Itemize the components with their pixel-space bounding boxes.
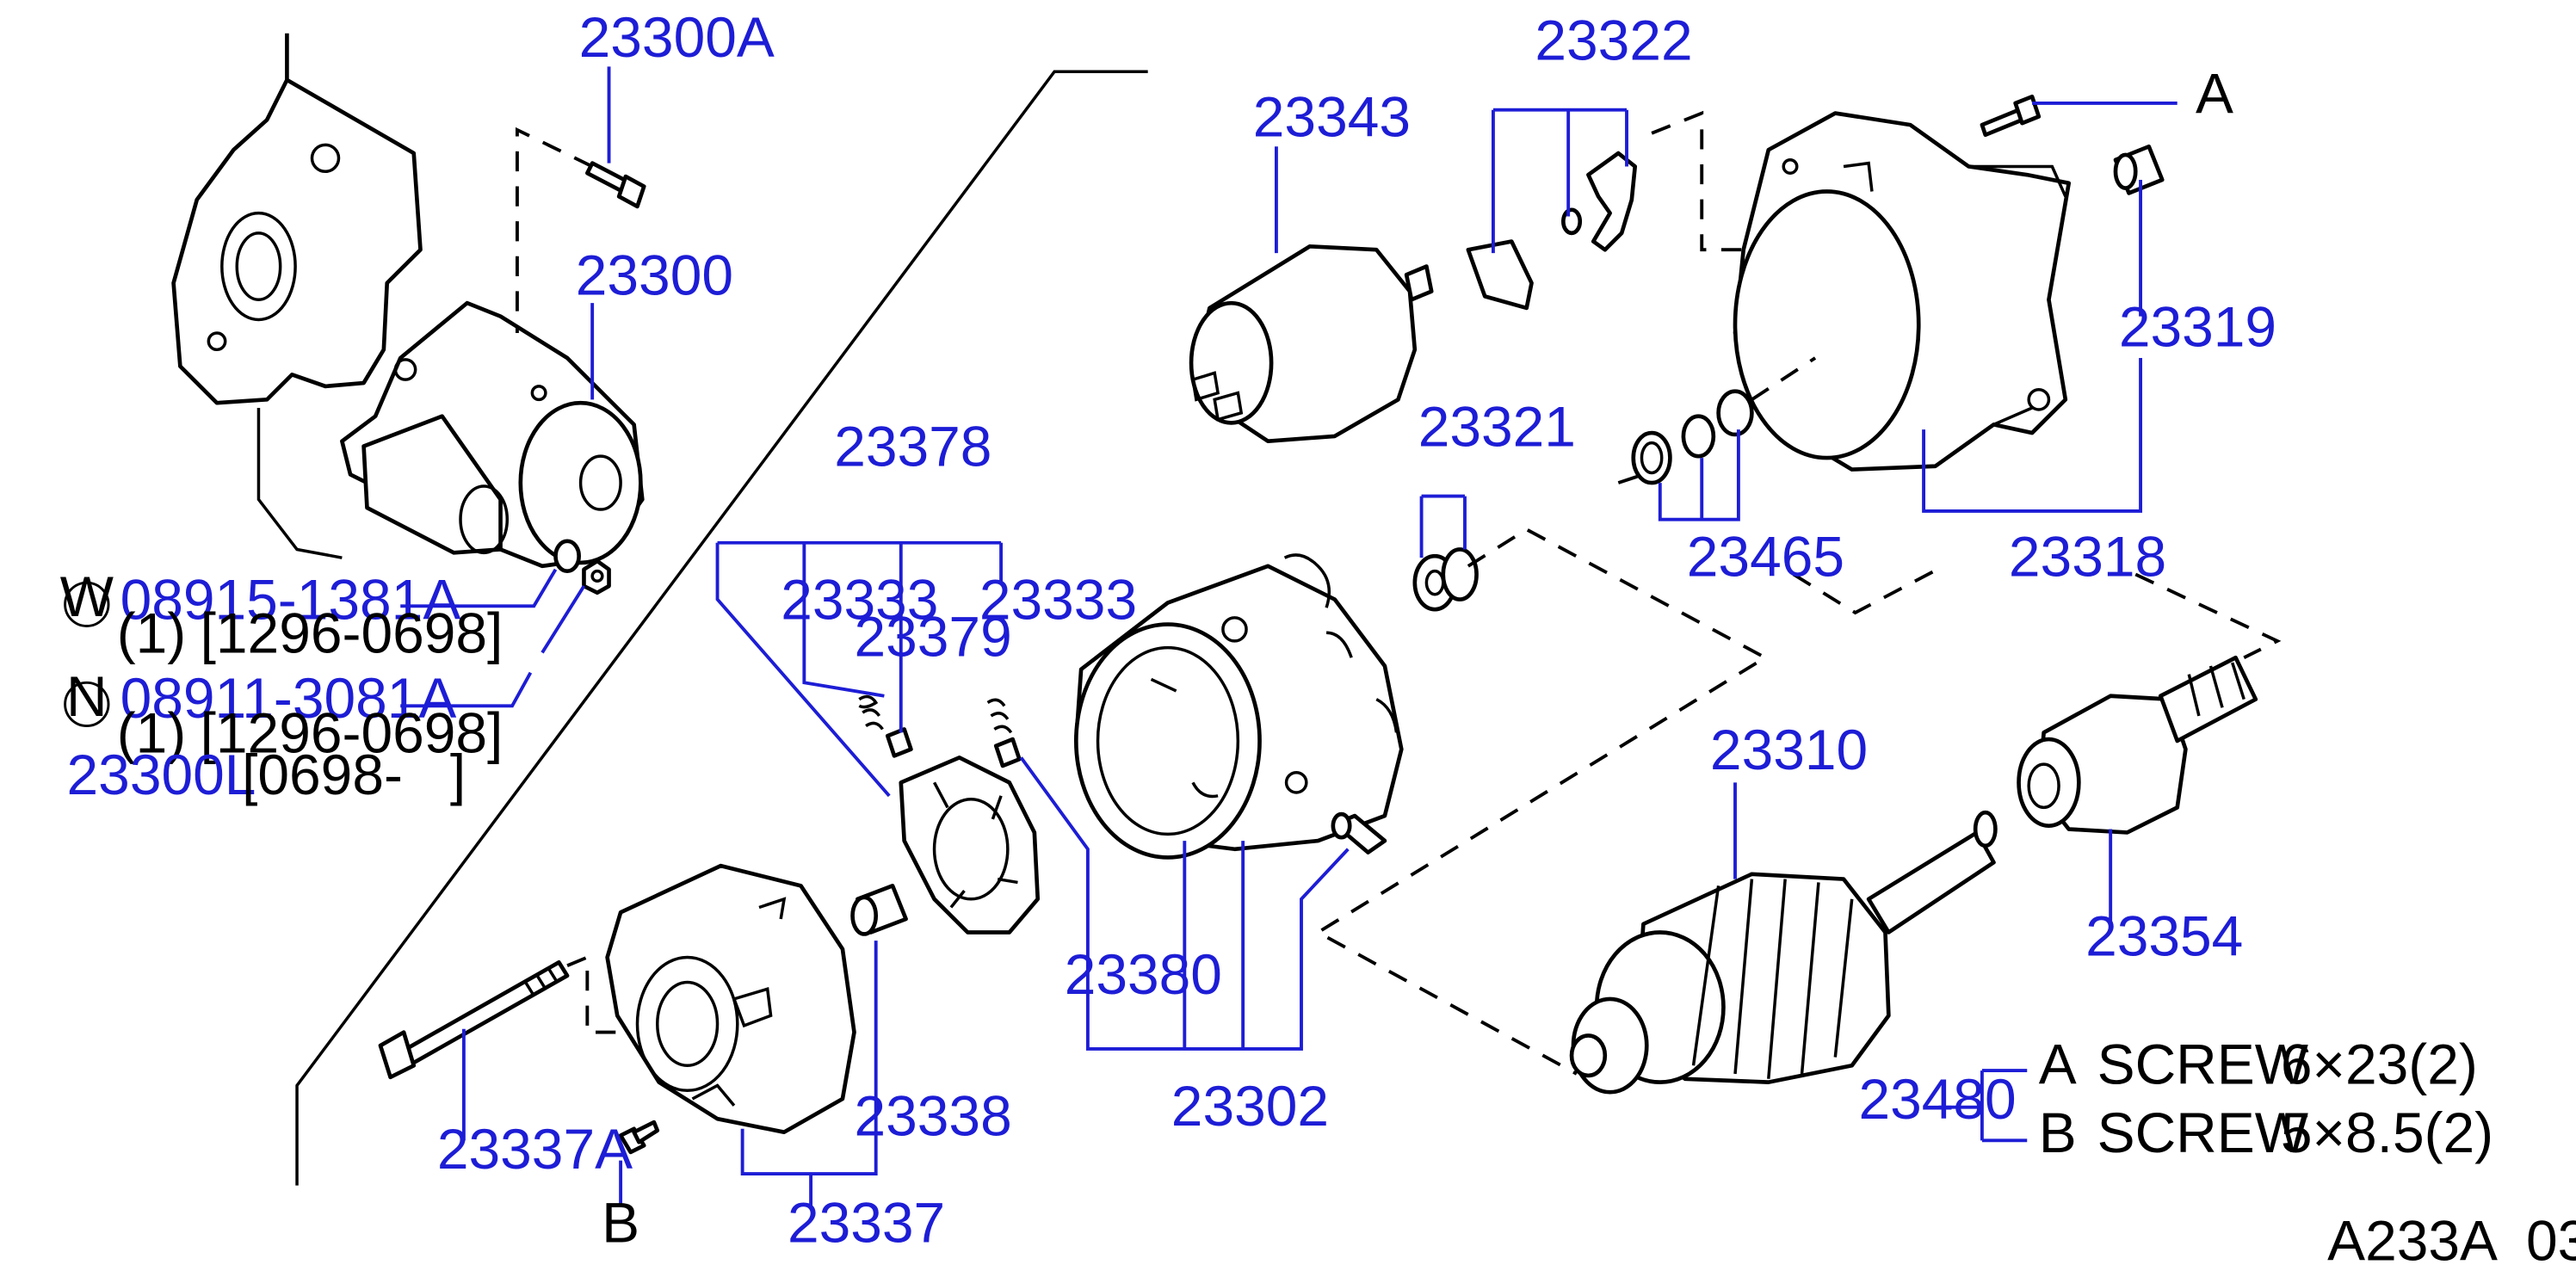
through-bolt-dashed-guide — [566, 954, 618, 1034]
label-23337: 23337 — [788, 1190, 945, 1254]
label-23354: 23354 — [2085, 904, 2243, 968]
starter-assembly-drawing — [340, 300, 645, 569]
front-bushing-drawing — [2113, 144, 2165, 195]
label-23337a: 23337A — [437, 1117, 633, 1181]
washer-drawing — [553, 539, 581, 573]
pinion-gear-drawing — [1412, 547, 1479, 612]
front-housing-drawing — [1733, 111, 2072, 472]
washer-quantity: (1) — [117, 601, 187, 665]
washers-drawing — [1631, 389, 1754, 485]
label-23321: 23321 — [1418, 395, 1576, 459]
washer-symbol-circle — [64, 581, 110, 627]
label-23318: 23318 — [2009, 525, 2166, 589]
ref-b-label: B — [602, 1190, 639, 1254]
label-23465: 23465 — [1687, 525, 1844, 589]
legend-a-name: SCREW — [2097, 1033, 2308, 1096]
screw-legend: A SCREW 6×23(2) B SCREW 5×8.5(2) — [2039, 1033, 2493, 1164]
engine-block-drawing — [171, 33, 423, 559]
label-23322: 23322 — [1535, 9, 1692, 72]
clutch-drawing — [2017, 655, 2258, 835]
label-23338: 23338 — [854, 1084, 1011, 1148]
front-housing-dashed-guide — [1617, 356, 1817, 484]
alt-part-date-range: [0698- ] — [242, 743, 466, 806]
legend-a-spec: 6×23(2) — [2281, 1033, 2478, 1096]
nut-symbol-circle — [64, 681, 110, 728]
label-23378: 23378 — [834, 415, 991, 478]
leader-lines — [400, 66, 2178, 1207]
alt-part-number: 23300L — [67, 743, 256, 806]
brush-holder-drawing — [899, 756, 1041, 935]
nut-part-number: 08911-3081A — [120, 666, 457, 730]
solenoid-drawing — [1189, 244, 1434, 444]
brush-springs-drawing — [858, 694, 1022, 768]
bolt-23300a-dashed-guide — [515, 126, 594, 333]
washer-date-range: [1296-0698] — [201, 601, 503, 665]
label-23300a: 23300A — [579, 5, 775, 69]
washer-symbol: W — [60, 564, 114, 628]
rear-cover-drawing — [605, 863, 856, 1134]
diagram-code: A233A 0348 — [2327, 1209, 2576, 1273]
solenoid-parts-dashed-guide — [1651, 110, 1769, 252]
nut-drawing — [582, 558, 611, 595]
through-bolt-drawing — [378, 959, 570, 1080]
label-23380: 23380 — [1065, 942, 1222, 1006]
screw-a-drawing — [1980, 94, 2042, 138]
legend-b-key: B — [2039, 1101, 2077, 1164]
label-23480: 23480 — [1858, 1067, 2016, 1131]
yoke-screw-drawing — [1331, 811, 1387, 854]
yoke-housing-drawing — [1073, 553, 1404, 860]
legend-b-name: SCREW — [2097, 1101, 2308, 1164]
screw-b-drawing — [618, 1120, 660, 1155]
pinion-dashed-guide — [1314, 527, 1769, 1076]
legend-a-key: A — [2039, 1033, 2077, 1096]
label-23379: 23379 — [854, 604, 1011, 668]
label-23343: 23343 — [1253, 85, 1411, 149]
armature-drawing — [1569, 810, 1998, 1095]
washer-part-number: 08915-1381A — [120, 568, 461, 632]
label-23302: 23302 — [1171, 1074, 1329, 1138]
label-23319: 23319 — [2119, 294, 2276, 358]
legend-b-spec: 5×8.5(2) — [2281, 1101, 2493, 1164]
clutch-dashed-guide — [1792, 564, 2282, 659]
label-23300: 23300 — [576, 244, 733, 307]
bushing-drawing — [850, 883, 908, 936]
label-23333-left: 23333 — [781, 568, 938, 632]
label-23310: 23310 — [1710, 718, 1868, 781]
section-divider-line — [295, 70, 1148, 1186]
ref-a-label: A — [2196, 62, 2233, 126]
nut-symbol: N — [66, 664, 108, 728]
nut-date-range: [1296-0698] — [201, 701, 503, 765]
nut-quantity: (1) — [117, 701, 187, 765]
bolt-23300a-drawing — [585, 161, 646, 209]
label-23333-right: 23333 — [979, 568, 1137, 632]
